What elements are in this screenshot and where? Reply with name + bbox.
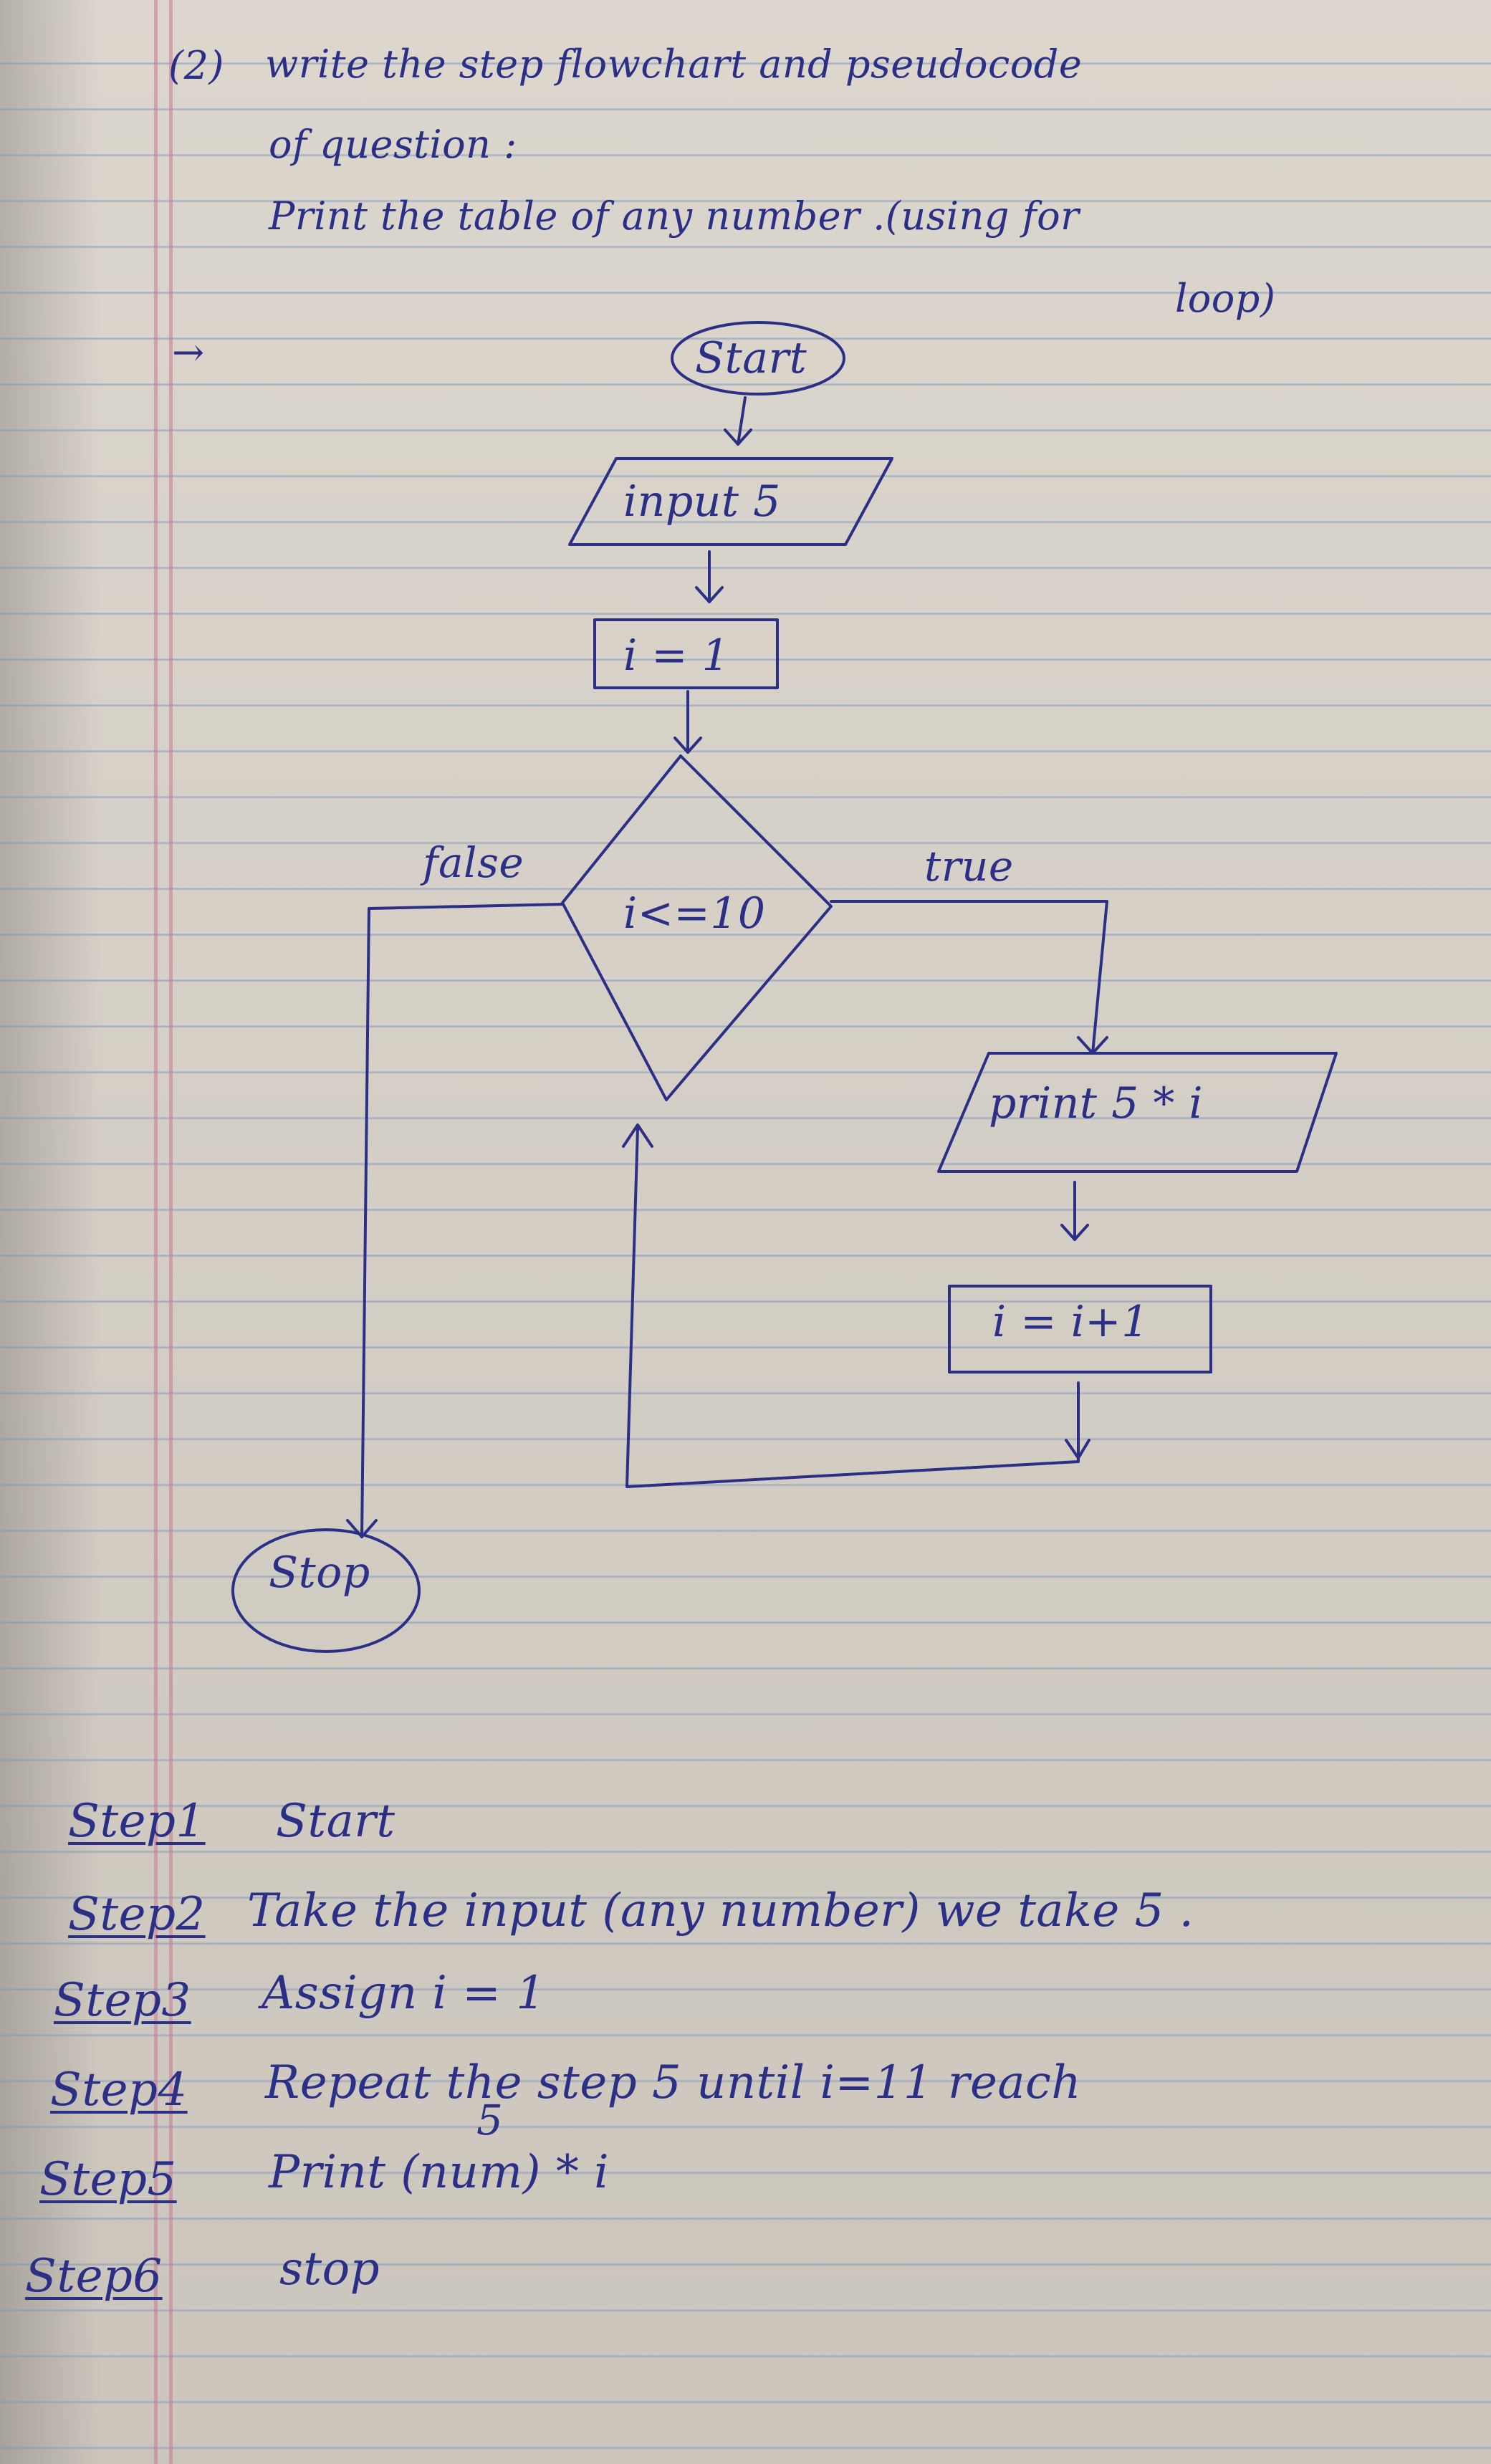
false-label: false <box>423 838 524 887</box>
header-line-1: write the step flowchart and pseudocode <box>265 42 1083 87</box>
input-label: input 5 <box>623 476 781 527</box>
superscript-note: 5 <box>476 2096 504 2144</box>
init-label: i = 1 <box>623 631 730 681</box>
step-text: Take the input (any number) we take 5 . <box>247 1884 1194 1937</box>
step-label: Step5 <box>39 2153 177 2206</box>
step-text: Print (num) * i <box>269 2146 610 2199</box>
step-label: Step4 <box>50 2063 188 2117</box>
margin-line <box>169 0 173 2464</box>
step-label: Step6 <box>25 2250 163 2303</box>
margin-line <box>154 0 158 2464</box>
step-label: Step3 <box>54 1974 191 2027</box>
question-number: (2) <box>168 43 224 88</box>
step-text: Assign i = 1 <box>262 1967 546 2020</box>
print-label: print 5 * i <box>989 1078 1204 1128</box>
condition-label: i<=10 <box>623 888 766 939</box>
margin-arrow-icon: → <box>172 330 205 375</box>
stop-label: Stop <box>269 1548 370 1598</box>
step-label: Step1 <box>68 1795 206 1848</box>
header-line-4: loop) <box>1175 276 1276 321</box>
header-line-2: of question : <box>269 122 517 167</box>
step-text: Start <box>276 1795 395 1848</box>
increment-label: i = i+1 <box>992 1297 1149 1347</box>
step-text: stop <box>279 2243 380 2296</box>
step-label: Step2 <box>68 1888 206 1941</box>
step-text: Repeat the step 5 until i=11 reach <box>265 2056 1082 2109</box>
header-line-3: Print the table of any number .(using fo… <box>269 193 1080 239</box>
start-label: Start <box>695 333 807 383</box>
true-label: true <box>924 842 1014 891</box>
